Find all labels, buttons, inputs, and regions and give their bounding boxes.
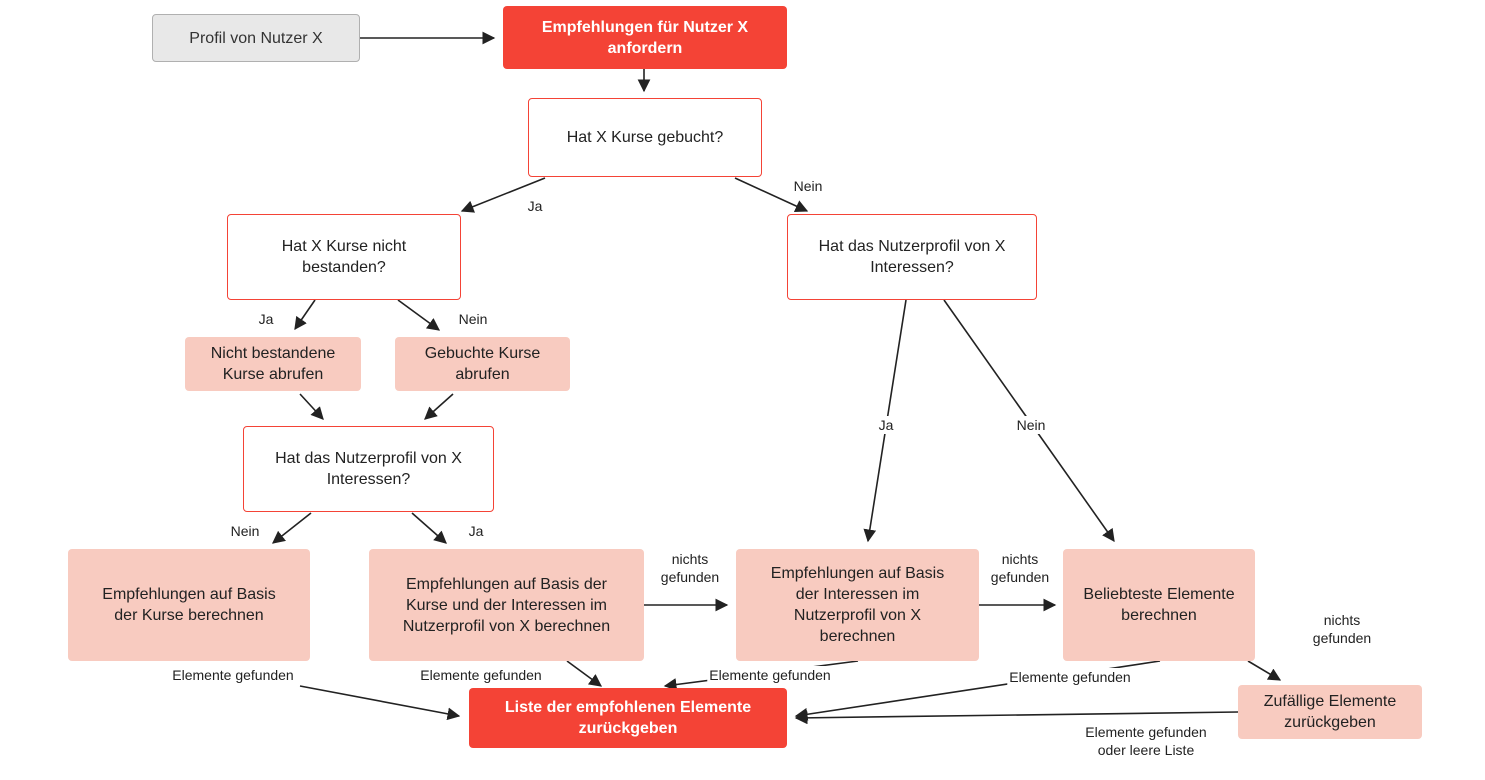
label-found-2: Elemente gefunden — [418, 666, 544, 684]
node-result: Liste der empfohlenen Elemente zurückgeb… — [469, 688, 787, 748]
label-booked-yes: Ja — [525, 197, 545, 215]
arrow-failed-no — [397, 299, 441, 331]
arrow-random-result — [794, 711, 1239, 725]
node-calc-interests: Empfehlungen auf Basis der Interessen im… — [736, 549, 979, 661]
label-found-1: Elemente gefunden — [170, 666, 296, 684]
arrow-mid-no — [271, 512, 312, 544]
node-calc-courses-interests: Empfehlungen auf Basis der Kurse und der… — [369, 549, 644, 661]
node-interests-right: Hat das Nutzerprofil von X Interessen? — [787, 214, 1037, 300]
arrow-failed-yes — [294, 299, 316, 331]
node-interests-mid: Hat das Nutzerprofil von X Interessen? — [243, 426, 494, 512]
label-right-yes: Ja — [876, 416, 896, 434]
label-found-or-empty: Elemente gefunden oder leere Liste — [1083, 723, 1209, 759]
label-not-found-1: nichts gefunden — [658, 550, 722, 586]
arrow-getfailed-mid — [299, 393, 324, 420]
node-get-booked: Gebuchte Kurse abrufen — [395, 337, 570, 391]
label-mid-no: Nein — [228, 522, 262, 540]
node-request: Empfehlungen für Nutzer X anfordern — [503, 6, 787, 69]
node-profile: Profil von Nutzer X — [152, 14, 360, 62]
label-found-4: Elemente gefunden — [1007, 668, 1133, 686]
arrow-popular-random — [1247, 660, 1282, 681]
label-right-no: Nein — [1014, 416, 1048, 434]
label-booked-no: Nein — [791, 177, 825, 195]
arrow-mid-yes — [411, 512, 447, 544]
arrow-booked-no — [734, 177, 809, 213]
label-found-3: Elemente gefunden — [707, 666, 833, 684]
arrow-cci-result — [566, 660, 603, 687]
node-get-failed: Nicht bestandene Kurse abrufen — [185, 337, 361, 391]
node-booked: Hat X Kurse gebucht? — [528, 98, 762, 177]
node-random: Zufällige Elemente zurückgeben — [1238, 685, 1422, 739]
label-failed-no: Nein — [456, 310, 490, 328]
node-failed: Hat X Kurse nicht bestanden? — [227, 214, 461, 300]
node-popular: Beliebteste Elemente berechnen — [1063, 549, 1255, 661]
arrow-getbooked-mid — [424, 393, 454, 420]
label-failed-yes: Ja — [256, 310, 276, 328]
label-not-found-3: nichts gefunden — [1310, 611, 1374, 647]
arrow-booked-yes — [460, 177, 546, 213]
label-mid-yes: Ja — [466, 522, 486, 540]
label-not-found-2: nichts gefunden — [988, 550, 1052, 586]
node-calc-courses: Empfehlungen auf Basis der Kurse berechn… — [68, 549, 310, 661]
arrow-courses-result — [299, 685, 461, 721]
